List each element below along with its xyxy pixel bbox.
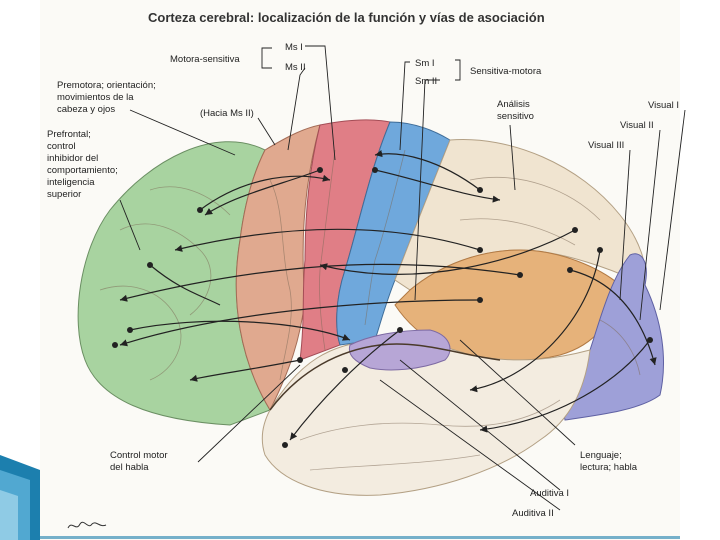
label-control-motor-line1: Control motor: [110, 450, 168, 461]
label-premotora-line2: movimientos de la: [57, 92, 134, 103]
label-hacia-ms2: (Hacia Ms II): [200, 108, 254, 119]
label-sm1: Sm I: [415, 58, 435, 69]
label-ms2: Ms II: [285, 62, 306, 73]
label-visual1: Visual I: [648, 100, 679, 111]
figure-title: Corteza cerebral: localización de la fun…: [148, 10, 545, 25]
label-prefrontal-line6: superior: [47, 189, 81, 200]
label-analisis-line1: Análisis: [497, 99, 530, 110]
slide-accent-decoration: [0, 455, 680, 540]
label-auditiva2: Auditiva II: [512, 508, 554, 519]
label-lenguaje-line2: lectura; habla: [580, 462, 638, 473]
lateral-sulcus: [269, 343, 501, 411]
pathway-nodes: [112, 167, 653, 448]
label-prefrontal-line1: Prefrontal;: [47, 129, 91, 140]
label-sensitiva-motora: Sensitiva-motora: [470, 66, 542, 77]
label-prefrontal-line3: inhibidor del: [47, 153, 98, 164]
artist-signature: [67, 521, 107, 529]
label-auditiva1: Auditiva I: [530, 488, 569, 499]
label-motora-sensitiva: Motora-sensitiva: [170, 54, 240, 65]
label-analisis-line2: sensitivo: [497, 111, 534, 122]
label-prefrontal-line2: control: [47, 141, 76, 152]
label-visual2: Visual II: [620, 120, 654, 131]
association-pathways: [119, 150, 657, 441]
label-control-motor-line2: del habla: [110, 462, 149, 473]
label-ms1: Ms I: [285, 42, 303, 53]
leader-lines: [119, 45, 686, 511]
label-visual3: Visual III: [588, 140, 624, 151]
label-lenguaje-line1: Lenguaje;: [580, 450, 622, 461]
parietal-region: [394, 138, 647, 291]
label-premotora-line1: Premotora; orientación;: [57, 80, 156, 91]
label-prefrontal-line4: comportamiento;: [47, 165, 118, 176]
label-sm2: Sm II: [415, 76, 437, 87]
label-prefrontal-line5: inteligencia: [47, 177, 95, 188]
label-premotora-line3: cabeza y ojos: [57, 104, 115, 115]
